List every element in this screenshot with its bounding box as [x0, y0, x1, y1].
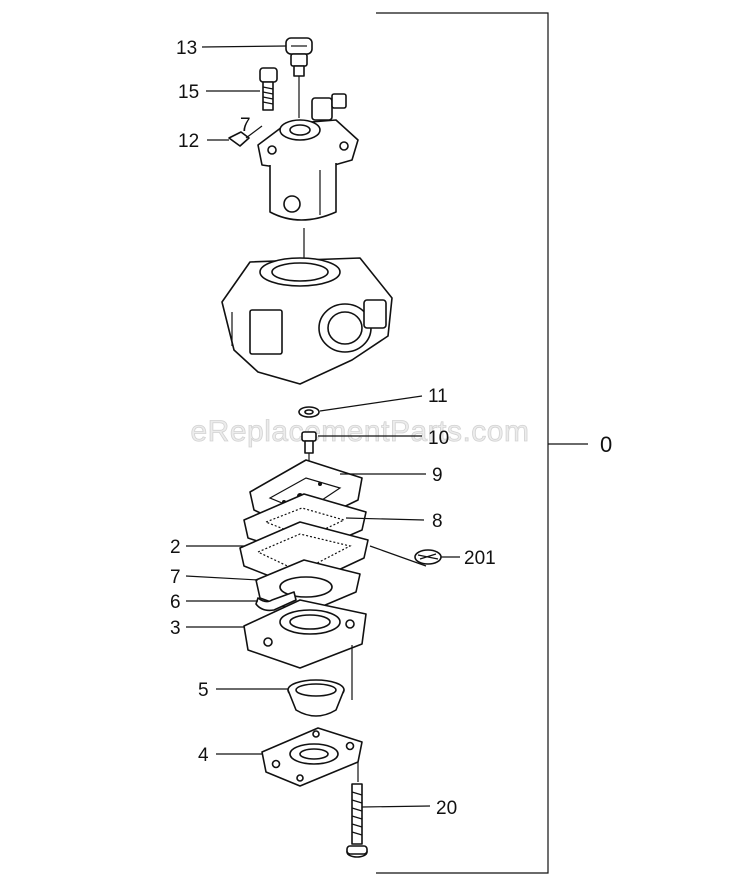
- callout-8[interactable]: 8: [432, 511, 443, 532]
- callout-11[interactable]: 11: [428, 386, 448, 407]
- part-20-screw[interactable]: [346, 783, 368, 858]
- part-4-cover-plate[interactable]: [261, 727, 363, 787]
- part-5-cup[interactable]: [287, 679, 345, 717]
- carburetor-main-body[interactable]: [221, 257, 393, 385]
- callout-15[interactable]: 15: [178, 82, 199, 103]
- part-6-lever[interactable]: [255, 591, 297, 612]
- part-11-o-ring[interactable]: [298, 406, 320, 418]
- callout-2[interactable]: 2: [170, 537, 181, 558]
- callout-6[interactable]: 6: [170, 592, 181, 613]
- callout-3[interactable]: 3: [170, 618, 181, 639]
- part-15-bolt[interactable]: [259, 67, 278, 111]
- callout-4[interactable]: 4: [198, 745, 209, 766]
- assembly-bracket: [376, 12, 588, 874]
- callout-20[interactable]: 20: [436, 798, 457, 819]
- callout-201[interactable]: 201: [464, 548, 496, 569]
- callout-5[interactable]: 5: [198, 680, 209, 701]
- assembly-number-label[interactable]: 0: [600, 432, 612, 457]
- watermark: eReplacementParts.com: [191, 415, 530, 448]
- callout-7-upper[interactable]: 7: [240, 115, 251, 136]
- callout-12[interactable]: 12: [178, 131, 199, 152]
- callout-13[interactable]: 13: [176, 38, 197, 59]
- callout-9[interactable]: 9: [432, 465, 443, 486]
- part-201-filter-screen[interactable]: [369, 545, 442, 567]
- callout-10[interactable]: 10: [428, 428, 449, 449]
- part-13-idle-screw[interactable]: [285, 37, 313, 118]
- part-2-pump-plate[interactable]: [239, 521, 369, 589]
- callout-7[interactable]: 7: [170, 567, 181, 588]
- part-3-lower-body[interactable]: [243, 599, 367, 669]
- leader-lines: [185, 45, 460, 808]
- part-12-clip[interactable]: [228, 125, 263, 147]
- throttle-body-housing[interactable]: [257, 93, 359, 221]
